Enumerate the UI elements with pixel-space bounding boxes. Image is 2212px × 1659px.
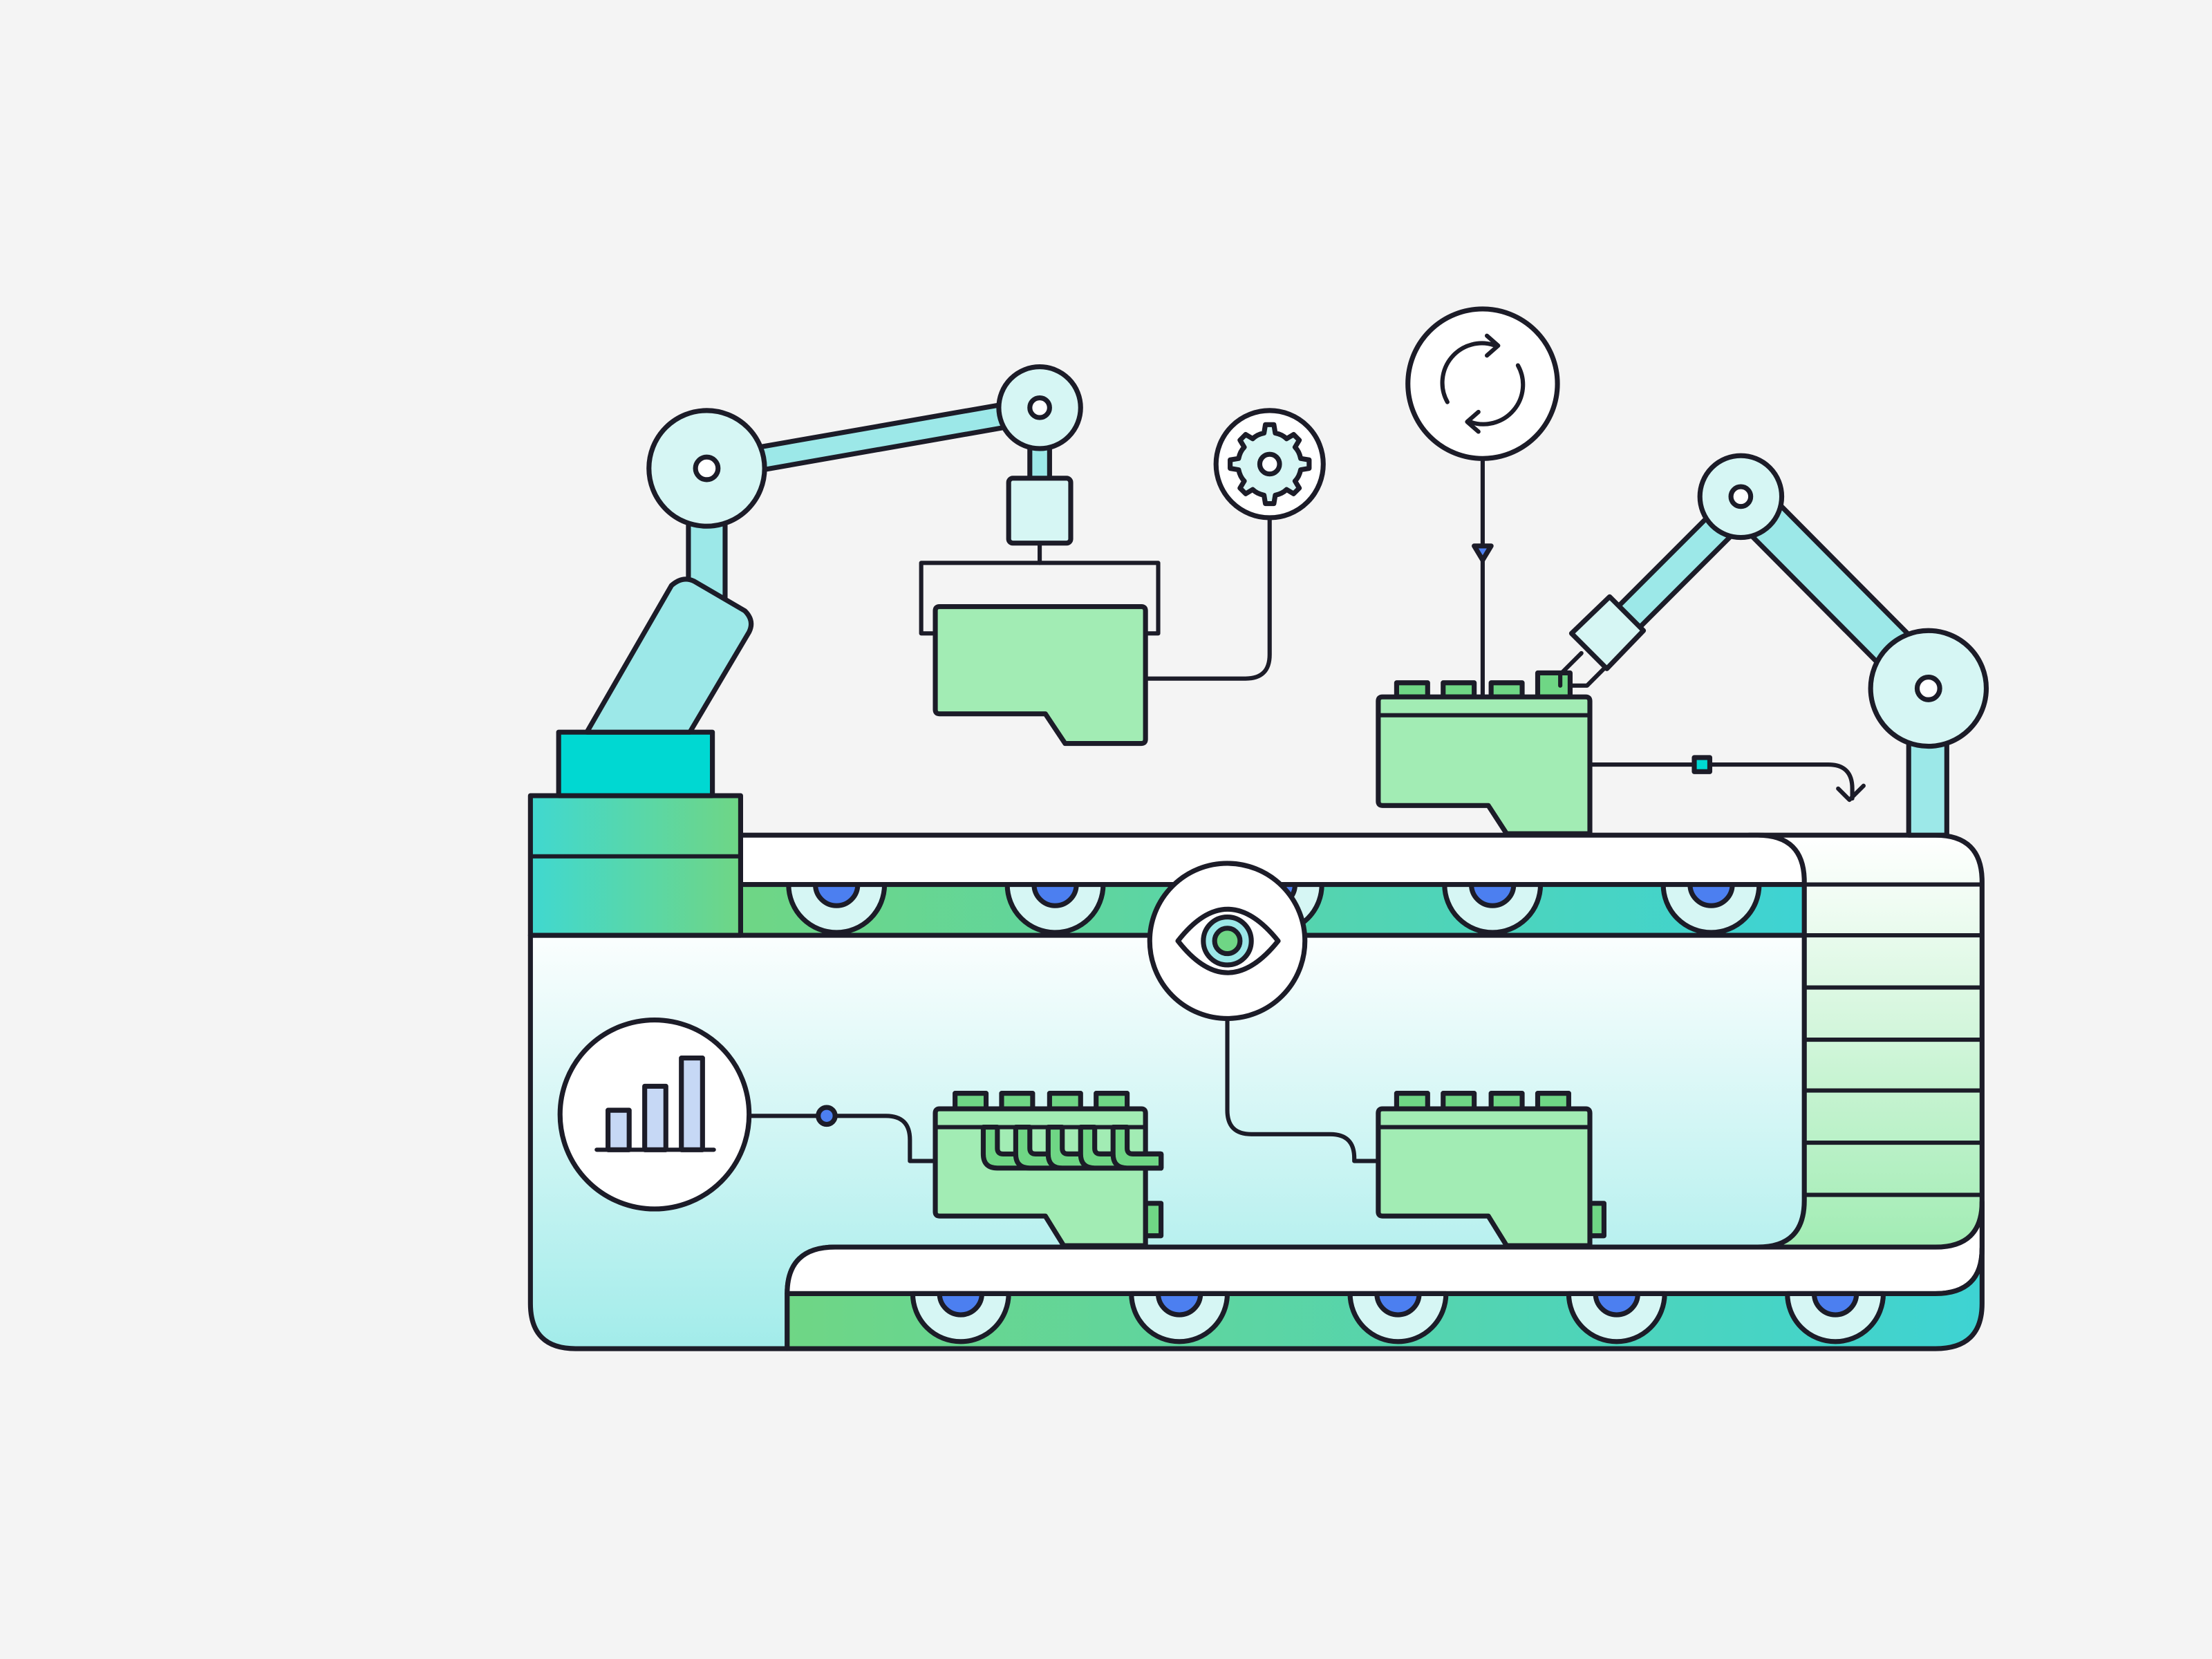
gear-icon [1213, 408, 1326, 521]
right-robot-arm [1558, 453, 1989, 838]
roller [1566, 1291, 1667, 1344]
block-inner-right [1376, 1091, 1606, 1248]
data-node [816, 1105, 838, 1127]
block-inner-left [932, 1091, 1164, 1248]
roller [1129, 1291, 1230, 1344]
arm-lower-segment [584, 577, 754, 735]
side-stripes [1802, 882, 1985, 1197]
block-held [932, 603, 1148, 747]
connector-lines [748, 458, 1866, 1163]
bottom-rollers [910, 1291, 1886, 1344]
top-belt-surface [738, 832, 1807, 888]
roller [1347, 1291, 1449, 1344]
left-robot-arm [556, 364, 1161, 798]
block-top-right [1376, 670, 1593, 836]
arm-mount [556, 729, 715, 798]
roller [910, 1291, 1011, 1344]
arm-upper-segment [756, 402, 1007, 473]
refresh-icon [1405, 306, 1560, 461]
arm-column [1906, 738, 1949, 838]
roller [1442, 882, 1544, 935]
roller [786, 882, 888, 935]
roller [1004, 882, 1106, 935]
left-base [527, 793, 743, 938]
arm-pincers [1558, 650, 1606, 688]
roller [1785, 1291, 1886, 1344]
signal-node [1691, 755, 1713, 774]
arm-wrist [1568, 594, 1647, 671]
arrow-marker [1472, 543, 1494, 563]
gripper-claw [919, 541, 1161, 636]
bar-chart-icon [557, 1017, 752, 1212]
ribbon-cable [980, 1125, 1164, 1171]
gripper-head [1006, 476, 1074, 546]
roller [1660, 882, 1762, 935]
eye-icon [1147, 861, 1308, 1022]
